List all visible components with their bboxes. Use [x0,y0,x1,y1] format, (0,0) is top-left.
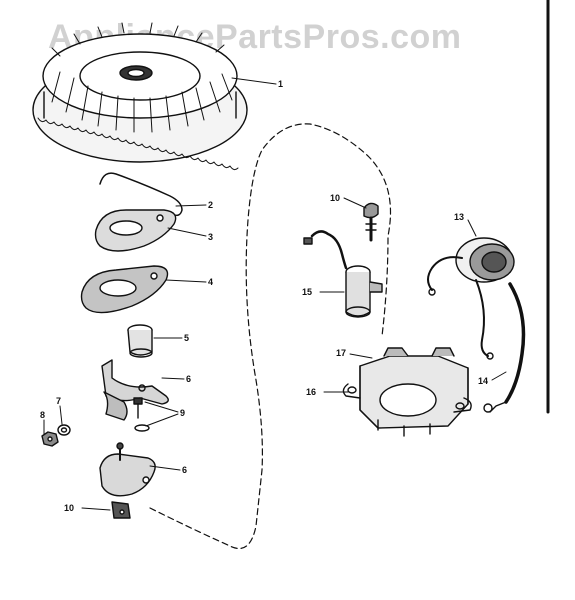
screw-washer-part [133,397,150,432]
gasket-part [80,265,169,314]
callout-label: 8 [40,410,46,420]
condenser-part [303,230,383,318]
spark-plug-lead-part [483,282,526,413]
callout-label: 13 [454,212,465,222]
armature-plate-part [342,347,472,437]
spring-clip-part [99,172,183,217]
wire-dashed-link [149,123,391,550]
callout-label: 6 [186,374,192,384]
callout-label: 10 [330,193,341,203]
callout-label: 16 [306,387,317,397]
connector-part [111,501,131,519]
callout-label: 14 [478,376,489,386]
nut-part [41,431,59,447]
callout-label: 5 [184,333,190,343]
callout-label: 15 [302,287,313,297]
terminal-part [363,202,379,242]
callout-label: 1 [278,79,284,89]
callout-label: 10 [64,503,75,513]
flywheel-part [32,22,248,171]
leader-lines [43,77,507,511]
callout-label: 17 [336,348,347,358]
callout-label: 2 [208,200,214,210]
callout-label: 3 [208,232,214,242]
callout-label: 9 [180,408,186,418]
cam-part [127,324,153,358]
callout-label: 4 [208,277,214,287]
breaker-arm-part [101,359,169,421]
coil-part [427,237,515,360]
washer-part [57,424,71,436]
breaker-plate-part [99,442,156,497]
cover-part [94,209,177,252]
callout-label: 7 [56,396,62,406]
callout-label: 6 [182,465,188,475]
